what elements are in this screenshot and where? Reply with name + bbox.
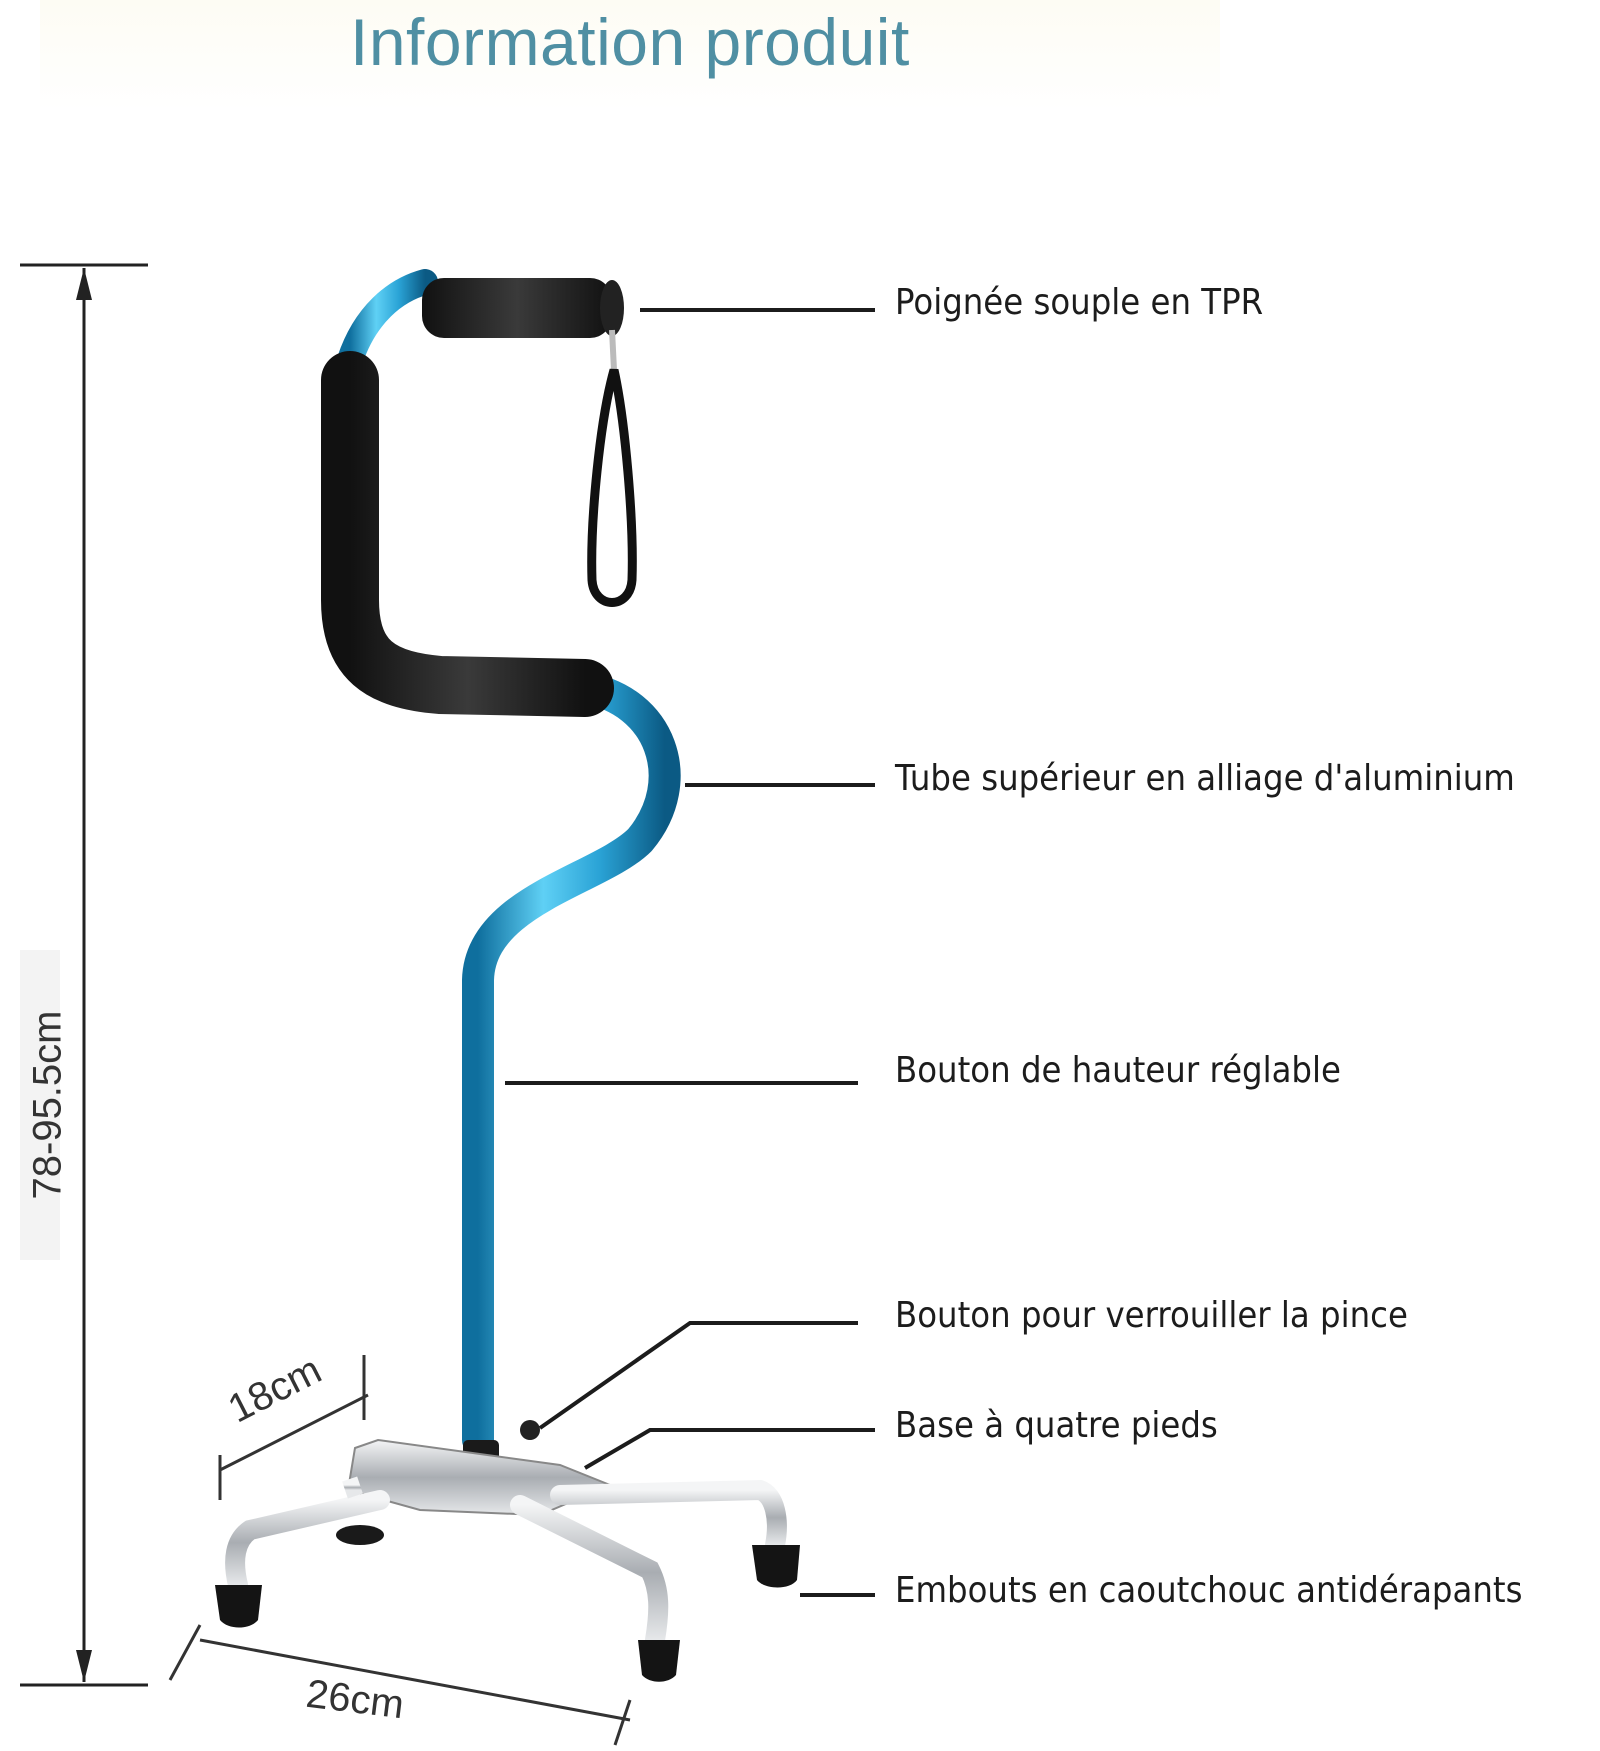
label-handle: Poignée souple en TPR [895, 282, 1264, 323]
foam-grip [321, 351, 614, 717]
height-label-backdrop [20, 950, 60, 1260]
label-base: Base à quatre pieds [895, 1405, 1218, 1446]
tpr-grip [422, 278, 612, 338]
title-band [40, 0, 1220, 110]
rubber-tip [752, 1545, 800, 1588]
base-depth-dimension-line [218, 1355, 369, 1500]
page-title: Information produit [350, 5, 910, 79]
dimension-height: 78-95.5cm [25, 1010, 70, 1200]
base-width-dimension-line [168, 1624, 632, 1746]
rubber-tip [215, 1585, 262, 1628]
label-tips: Embouts en caoutchouc antidérapants [895, 1570, 1523, 1611]
offset-shaft [462, 672, 681, 1456]
wrist-strap [587, 329, 637, 607]
rubber-tip [638, 1640, 680, 1682]
label-upper-tube: Tube supérieur en alliage d'aluminium [895, 758, 1515, 799]
height-dimension-line [20, 263, 148, 1687]
leader-lines [505, 308, 875, 1597]
label-clamp-button: Bouton pour verrouiller la pince [895, 1295, 1408, 1336]
label-height-button: Bouton de hauteur réglable [895, 1050, 1341, 1091]
quad-base [215, 1438, 800, 1682]
